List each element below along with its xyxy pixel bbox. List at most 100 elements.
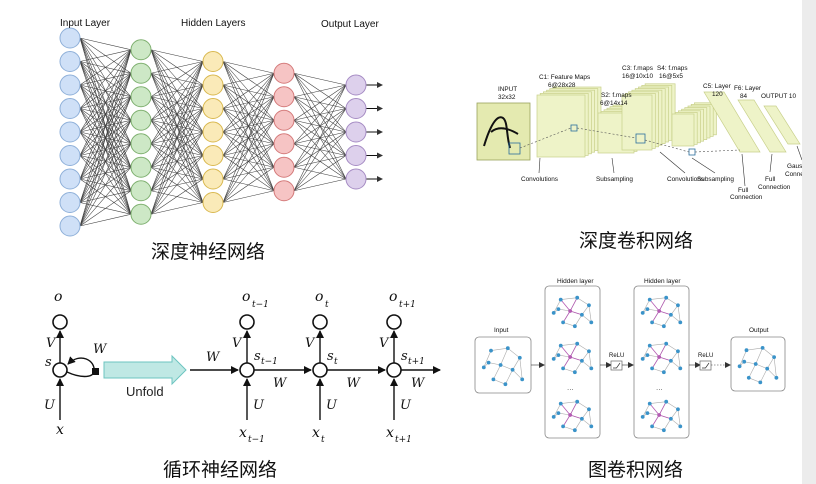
gcn-label-input: Input (494, 327, 509, 334)
cnn-bottom-label-g1: Gaussian (787, 163, 814, 170)
gcn-node (640, 357, 645, 361)
dnn-node (202, 145, 224, 166)
gcn-highlight-edge (569, 343, 578, 358)
gcn-node (551, 357, 556, 361)
dnn-node (273, 133, 295, 155)
dnn-connection (293, 108, 347, 191)
gcn-edge (647, 412, 660, 416)
gcn-node (558, 401, 563, 406)
dnn-node (202, 51, 224, 72)
dnn-connection (293, 84, 347, 144)
rnn-node-s-step (386, 362, 402, 378)
unfold-label: Unfold (126, 384, 164, 399)
gcn-highlight-edge (560, 299, 571, 312)
gcn-edge (560, 343, 578, 346)
gcn-node (678, 424, 683, 429)
gcn-node (556, 307, 561, 311)
cnn-bottom-label: Convolutions (521, 176, 558, 183)
gcn-highlight-edge (659, 414, 672, 420)
gcn-edge (642, 403, 651, 418)
gcn-node (647, 343, 652, 348)
gcn-edge (652, 322, 664, 327)
dnn-node (273, 86, 295, 108)
dnn-connection (150, 155, 204, 215)
cnn-label-output: OUTPUT 10 (761, 93, 796, 100)
gcn-edge (663, 360, 672, 373)
gcn-node (486, 360, 491, 365)
gcn-node (587, 303, 591, 308)
dnn-connection (150, 108, 204, 215)
cnn-dash (576, 127, 637, 139)
gcn-edge (581, 418, 592, 427)
gcn-node (657, 413, 662, 417)
gcn-node (575, 399, 580, 404)
gcn-caption: 图卷积网络 (588, 459, 684, 481)
dnn-connection (222, 167, 275, 203)
gcn-node (498, 363, 503, 367)
dnn-connection (150, 61, 204, 121)
gcn-edge (581, 351, 590, 361)
gcn-edge (563, 322, 575, 327)
cnn-s4-map (671, 113, 695, 147)
rnn-label-x-sub: t+1 (395, 435, 412, 445)
rnn-label-v-step: V (232, 336, 243, 351)
dnn-connection (150, 84, 204, 215)
rnn-label-w-in: W (206, 350, 221, 365)
rnn-label-x-sub: t (321, 435, 325, 445)
gcn-relu-label-1: ReLU (609, 353, 624, 359)
cnn-s4-patch (688, 148, 696, 156)
gcn-edge (760, 368, 768, 383)
cnn-input-map (476, 102, 531, 161)
gcn-node (551, 311, 556, 315)
gcn-highlight-edge (569, 401, 578, 416)
gcn-node (647, 401, 652, 406)
gcn-edge (642, 345, 651, 360)
dnn-connection (222, 73, 275, 156)
cnn-label-f6-size: 84 (740, 93, 748, 100)
gcn-node (561, 424, 565, 429)
gcn-node (640, 415, 645, 419)
cnn-bottom-label: Subsampling (697, 176, 734, 183)
rnn-label-s-step: s (327, 349, 334, 364)
rnn-label-x-step: x (312, 425, 320, 441)
gcn-edge (649, 401, 667, 404)
dnn-caption: 深度神经网络 (151, 241, 266, 263)
gcn-highlight-edge (649, 345, 660, 358)
rnn-label-s-step: s (254, 349, 261, 364)
dnn-connection (150, 61, 204, 168)
cnn-leader (659, 151, 686, 174)
gcn-highlight-edge (651, 414, 660, 427)
rnn-label-u: U (44, 398, 56, 413)
cnn-leader (796, 145, 803, 161)
gcn-edge (519, 357, 523, 380)
dnn-connection (79, 49, 132, 180)
gcn-edge (739, 350, 747, 367)
dnn-connection (293, 155, 347, 191)
cnn-label-s4-size: 16@5x5 (659, 73, 683, 80)
gcn-node (664, 341, 669, 346)
dnn-label-input: Input Layer (60, 18, 111, 29)
rnn-label-o-sub: t−1 (252, 300, 269, 310)
dnn-node (59, 121, 81, 143)
gcn-node (558, 297, 563, 302)
gcn-edge (577, 401, 590, 410)
dnn-connection (150, 61, 204, 144)
gcn-node (669, 416, 673, 421)
cnn-leader (538, 157, 541, 174)
gcn-highlight-edge (562, 310, 571, 323)
gcn-edge (500, 364, 513, 371)
dnn-node (345, 98, 367, 119)
gcn-node (669, 312, 673, 317)
dnn-node (202, 121, 224, 143)
gcn-edge (666, 297, 679, 306)
dnn-node (130, 62, 152, 84)
gcn-highlight-edge (658, 343, 667, 358)
gcn-edge (588, 409, 592, 427)
gcn-node (572, 370, 577, 375)
cnn-bottom-label-f1a: Full (738, 187, 748, 194)
dnn-connection (79, 49, 132, 62)
gcn-edge (677, 351, 681, 369)
dnn-connection (293, 84, 347, 121)
rnn-label-s: s (45, 355, 52, 370)
